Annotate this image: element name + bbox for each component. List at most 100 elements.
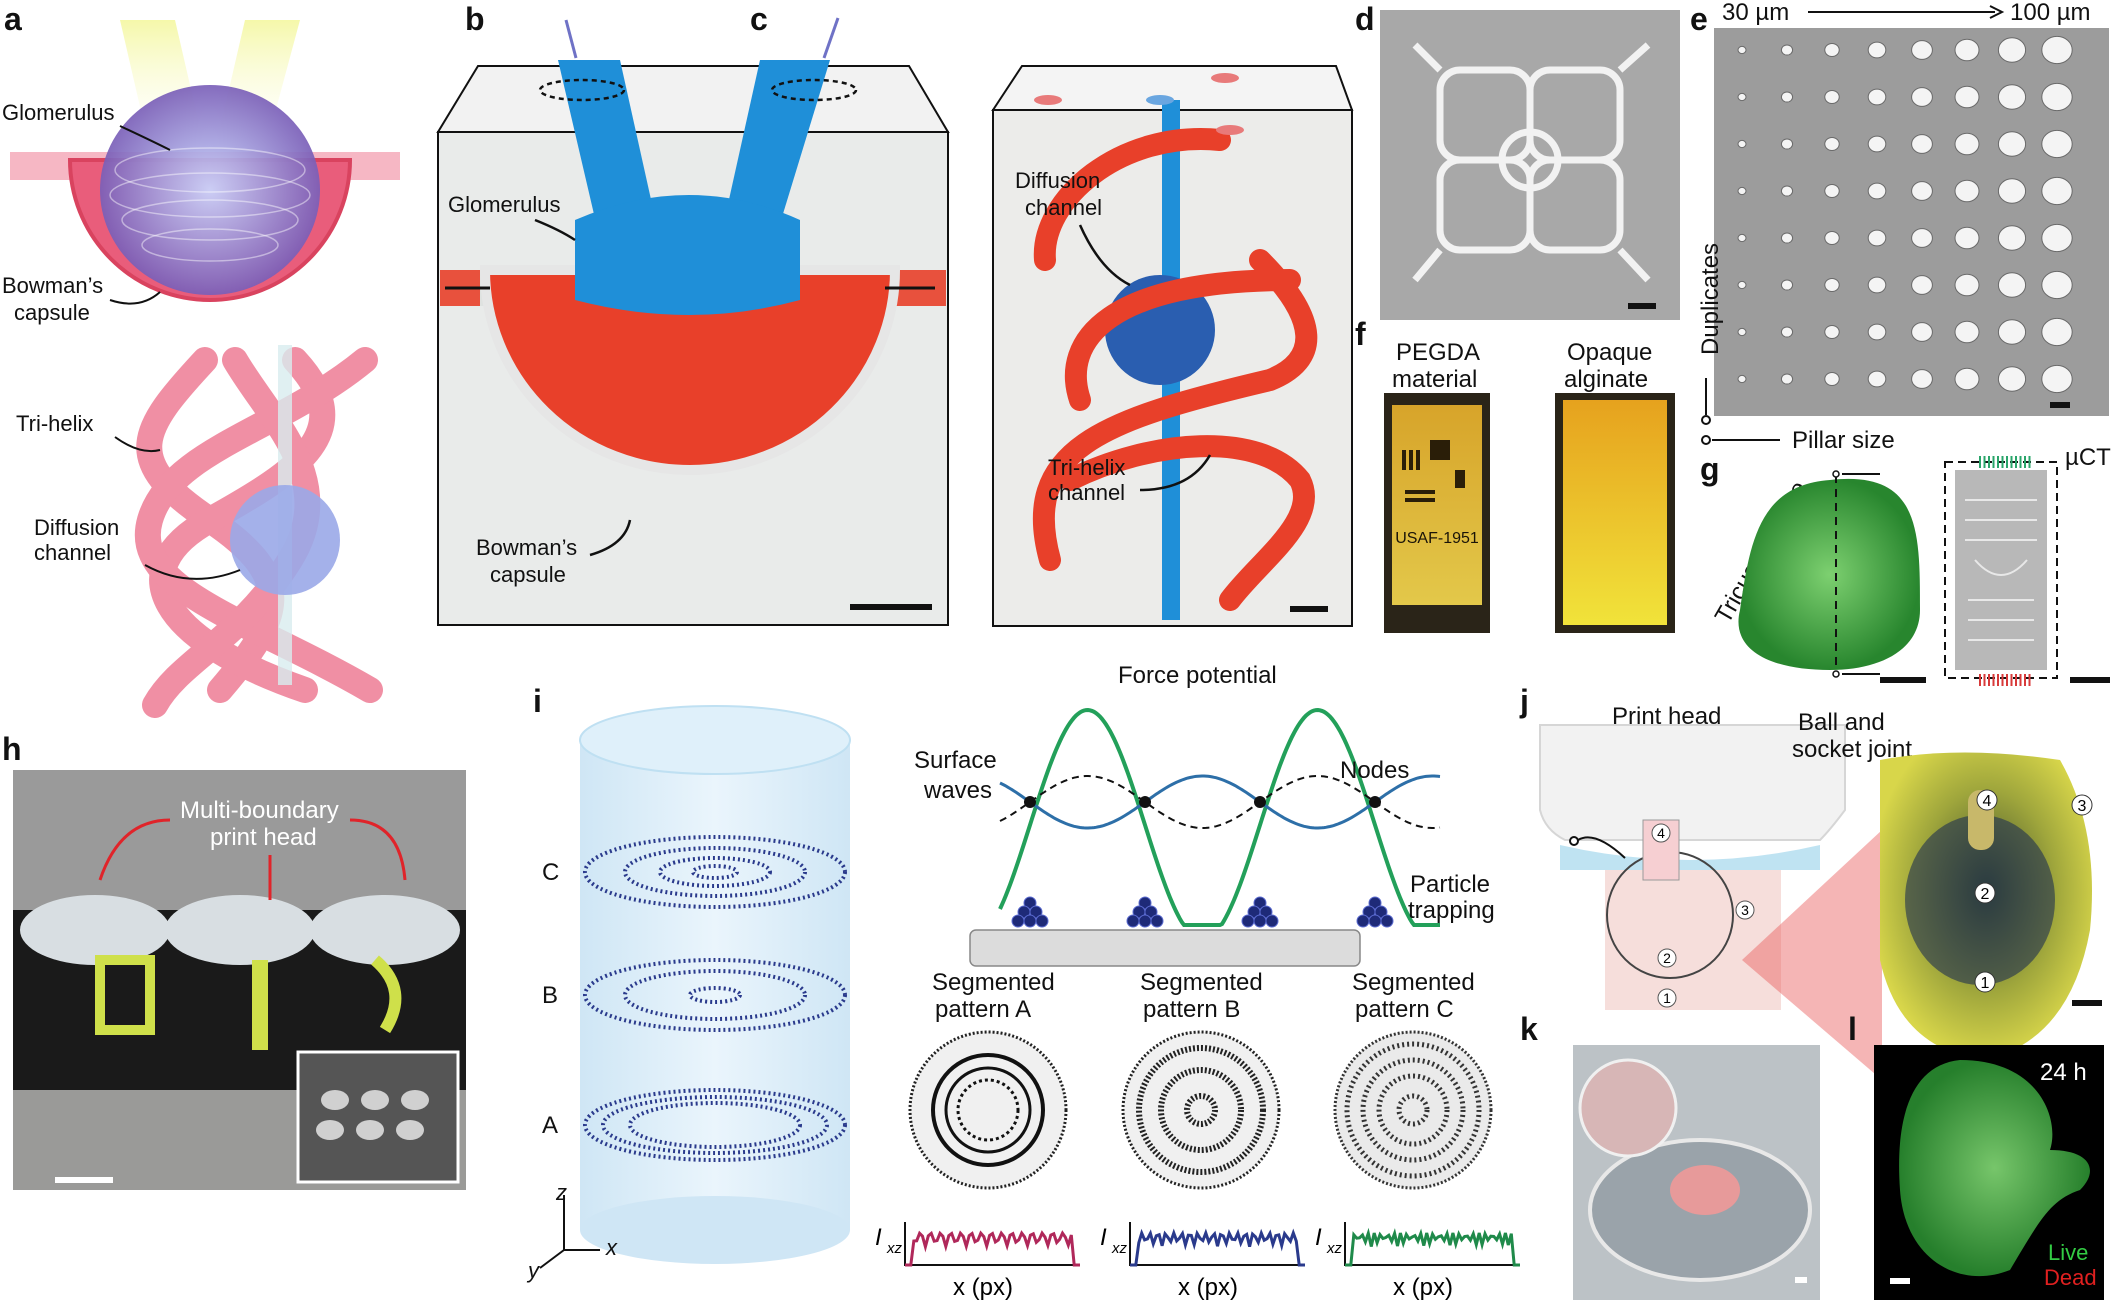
pillar xyxy=(1997,225,2027,251)
profile-curve xyxy=(1345,1227,1520,1267)
pillar xyxy=(1780,91,1794,103)
pattern-c-disc xyxy=(1333,1030,1493,1190)
port-c-2 xyxy=(1146,95,1174,105)
photo-marker-4: 4 xyxy=(1983,793,1992,810)
glomerulus-contours xyxy=(109,147,311,262)
pillar xyxy=(1911,40,1933,60)
label-print-head-1: Multi-boundary xyxy=(180,797,339,824)
label-pegda-1: PEGDA xyxy=(1396,339,1480,366)
schematic-marker-2-circle xyxy=(1657,948,1677,968)
acoustic-cylinder xyxy=(580,740,850,1230)
panel-i-label: i xyxy=(533,683,542,719)
panel-a-label: a xyxy=(4,1,22,37)
cylinder-bottom xyxy=(580,1196,850,1264)
print-lens-1 xyxy=(20,895,170,965)
glomerulus-sphere xyxy=(100,85,320,295)
label-glomerulus-a: Glomerulus xyxy=(2,100,114,125)
trapped-particle xyxy=(1138,914,1152,928)
photo-marker-4-circle xyxy=(1976,789,1998,811)
photo-marker-2-circle xyxy=(1974,882,1996,904)
trapped-particle xyxy=(1374,905,1388,919)
pattern-a-l1: Segmented xyxy=(932,969,1055,996)
glomerulus-print xyxy=(575,195,800,315)
pillar xyxy=(1780,232,1794,244)
pillar xyxy=(1997,178,2027,204)
schematic-marker-4: 4 xyxy=(1657,825,1665,841)
pattern-c-l2: pattern C xyxy=(1355,996,1454,1023)
label-bowman-b-2: capsule xyxy=(490,562,566,587)
trapped-particle xyxy=(1259,905,1273,919)
scale-bar-k xyxy=(1795,1277,1807,1283)
photo-marker-1-circle xyxy=(1974,971,1996,993)
panel-a: a Glomerulus Bowman’s capsule Tri-helix xyxy=(2,1,400,718)
glomerulus-outlet-tube xyxy=(720,60,830,240)
uct-frame xyxy=(1944,461,2058,679)
arrow-trihelix-a xyxy=(114,436,161,453)
pattern-a-rings xyxy=(931,1053,1045,1167)
arrow-diffusion-c xyxy=(1078,224,1131,287)
pattern-a-block: Segmented pattern A xyxy=(908,969,1068,1190)
live-cell-signal xyxy=(1899,1060,2090,1277)
label-live: Live xyxy=(2048,1240,2088,1265)
axis-triad xyxy=(539,1195,600,1269)
pillar xyxy=(2041,82,2073,112)
photo-marker-1: 1 xyxy=(1981,975,1990,992)
label-surface-2: waves xyxy=(923,777,992,804)
panel-f-label: f xyxy=(1355,316,1366,352)
pillar xyxy=(1997,131,2027,157)
label-diffusion-a-2: channel xyxy=(34,540,111,565)
pillar xyxy=(1954,320,1980,344)
trapped-particle xyxy=(1035,914,1049,928)
pillar xyxy=(1867,135,1887,153)
pillar xyxy=(1997,84,2027,110)
layer-b-label: B xyxy=(542,982,558,1009)
panel-l-label: l xyxy=(1848,1011,1857,1047)
profile-curve xyxy=(1130,1228,1305,1267)
profile-curve xyxy=(905,1230,1080,1267)
scale-bar-d xyxy=(1628,303,1656,309)
port-c-1 xyxy=(1034,95,1062,105)
tricuspid-valve-image xyxy=(1738,478,1920,670)
wave-node xyxy=(1369,796,1381,808)
trapped-particle-clusters xyxy=(1011,896,1394,928)
trapped-particle xyxy=(1380,914,1394,928)
pillar xyxy=(1911,87,1933,107)
pillar xyxy=(2041,364,2073,394)
section-top-dot xyxy=(1832,470,1840,478)
label-size-min: 30 µm xyxy=(1722,0,1789,26)
pillar xyxy=(1824,325,1840,339)
trapped-particle xyxy=(1253,914,1267,928)
pillar xyxy=(1780,279,1794,291)
wave-node xyxy=(1254,796,1266,808)
label-force-potential: Force potential xyxy=(1118,662,1277,689)
pillar xyxy=(1780,373,1794,385)
pillar xyxy=(1997,319,2027,345)
pillar xyxy=(1824,278,1840,292)
profile-xlabel: x (px) xyxy=(1178,1274,1238,1301)
pillar xyxy=(1867,276,1887,294)
printed-ring xyxy=(95,955,155,1035)
arrow-bowman-a xyxy=(109,291,161,305)
label-diffusion-c-2: channel xyxy=(1025,195,1102,220)
bowman-capsule-print xyxy=(479,265,901,475)
print-head-body xyxy=(13,770,466,910)
scale-bar-l xyxy=(1890,1278,1910,1284)
panel-k-label: k xyxy=(1520,1011,1538,1047)
scale-bar-g1 xyxy=(1880,677,1926,683)
wave-node xyxy=(1139,796,1151,808)
arrow-diffusion-a xyxy=(144,564,241,580)
trapped-particle xyxy=(1265,914,1279,928)
axis-x: x xyxy=(605,1235,618,1260)
pillar xyxy=(1824,184,1840,198)
panel-c-label: c xyxy=(750,1,768,37)
pillar xyxy=(1911,134,1933,154)
schematic-marker-4-circle xyxy=(1651,823,1671,843)
scale-bar-h xyxy=(55,1177,113,1183)
pattern-b-l1: Segmented xyxy=(1140,969,1263,996)
panel-i: i C B A z x y Force potential Surface wa… xyxy=(526,662,1520,1301)
pillar xyxy=(1737,186,1747,196)
trapped-particle xyxy=(1368,896,1382,910)
section-arrows xyxy=(1842,473,1880,675)
pillar xyxy=(1780,44,1794,56)
